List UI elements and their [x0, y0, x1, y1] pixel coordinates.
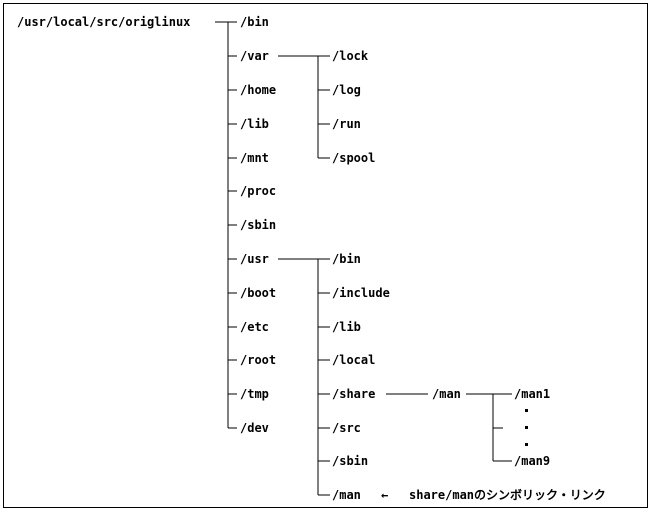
- dir-usr-share: /share: [332, 387, 376, 401]
- left-arrow-icon: ←: [381, 488, 389, 502]
- dir-usr-local: /local: [332, 353, 376, 367]
- dir-mnt: /mnt: [240, 151, 269, 165]
- dir-dev: /dev: [240, 421, 269, 435]
- root-path-label: /usr/local/src/origlinux: [17, 15, 191, 29]
- dir-usr-include: /include: [332, 286, 390, 300]
- ellipsis-dot: [525, 409, 528, 412]
- dir-bin: /bin: [240, 15, 269, 29]
- dir-usr-sbin: /sbin: [332, 454, 369, 468]
- dir-home: /home: [240, 83, 277, 97]
- ellipsis-dot: [525, 426, 528, 429]
- dir-sbin: /sbin: [240, 218, 277, 232]
- dir-man1: /man1: [514, 387, 551, 401]
- ellipsis-dot: [525, 443, 528, 446]
- dir-var-run: /run: [332, 117, 361, 131]
- dir-usr-src: /src: [332, 421, 361, 435]
- dir-var: /var: [240, 49, 269, 63]
- dir-man9: /man9: [514, 454, 551, 468]
- dir-proc: /proc: [240, 184, 277, 198]
- dir-var-spool: /spool: [332, 151, 376, 165]
- dir-share-man: /man: [432, 387, 461, 401]
- diagram-frame: [3, 3, 648, 508]
- dir-var-log: /log: [332, 83, 361, 97]
- dir-var-lock: /lock: [332, 49, 369, 63]
- dir-usr: /usr: [240, 252, 269, 266]
- dir-usr-lib: /lib: [332, 320, 361, 334]
- dir-usr-bin: /bin: [332, 252, 361, 266]
- symlink-note: share/manのシンボリック・リンク: [409, 488, 606, 502]
- dir-tmp: /tmp: [240, 387, 269, 401]
- dir-root: /root: [240, 353, 277, 367]
- dir-usr-man: /man: [332, 488, 361, 502]
- dir-boot: /boot: [240, 286, 277, 300]
- dir-lib: /lib: [240, 117, 269, 131]
- dir-etc: /etc: [240, 320, 269, 334]
